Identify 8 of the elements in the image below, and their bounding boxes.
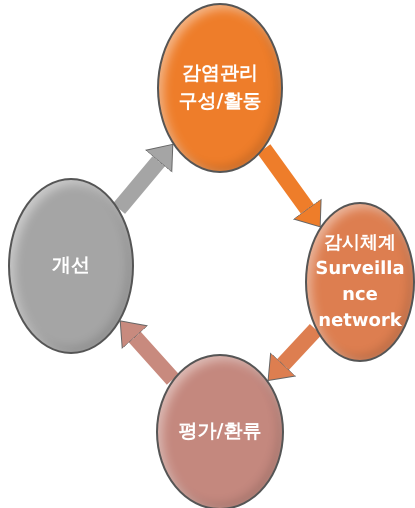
node-label: 평가/환류: [178, 419, 262, 444]
block-arrow: [112, 144, 174, 214]
node-label: 개선: [51, 253, 91, 278]
node-label: 감염관리 구성/활동: [178, 61, 262, 114]
block-arrow: [268, 324, 322, 381]
block-arrow: [120, 320, 179, 385]
node-label: 감시체계 Surveillance network: [315, 230, 405, 334]
block-arrow: [257, 144, 322, 228]
